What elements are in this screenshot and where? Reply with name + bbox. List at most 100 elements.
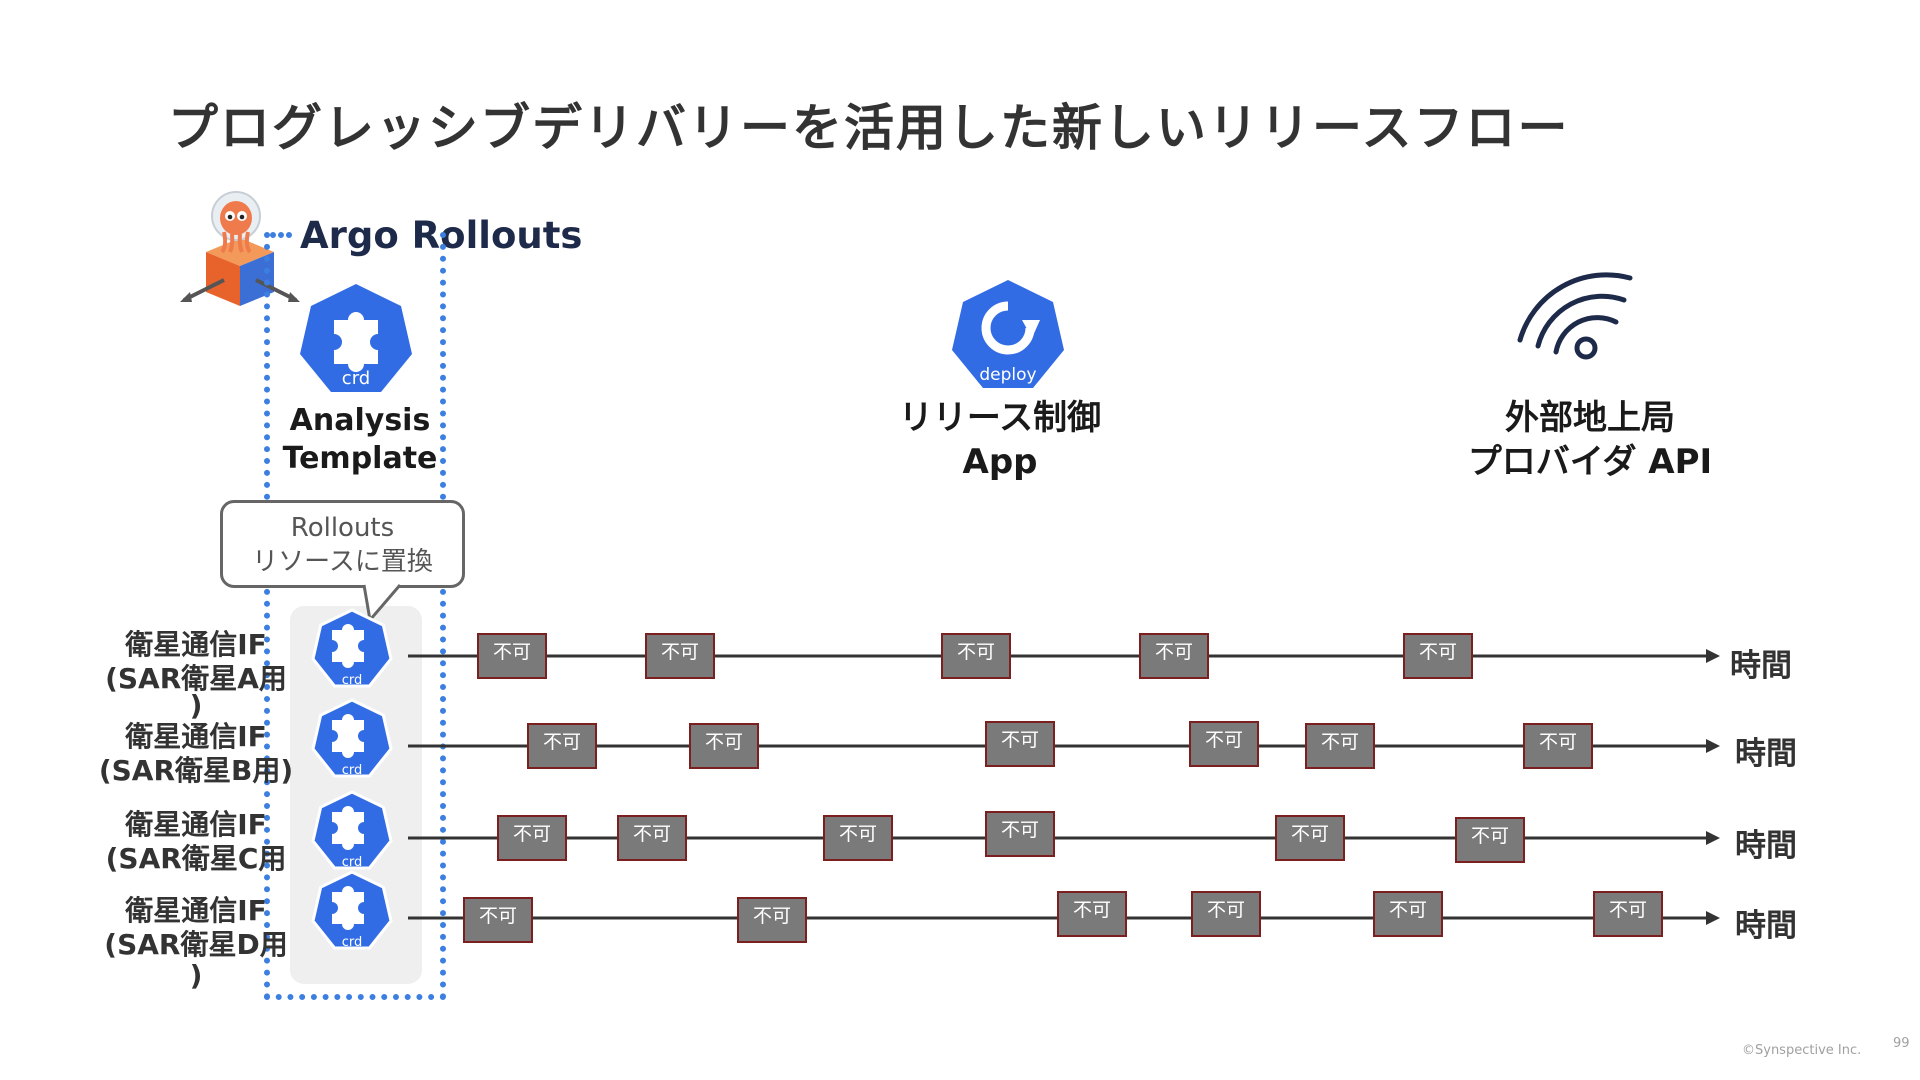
unavailable-block-text: 不可 xyxy=(633,823,671,845)
unavailable-block-text: 不可 xyxy=(1205,729,1243,751)
unavailable-block xyxy=(1523,723,1593,769)
provider-label-line2: プロバイダ API xyxy=(1467,442,1713,482)
analysis-template-label: Analysis Template xyxy=(280,402,440,478)
unavailable-block xyxy=(527,723,597,769)
argo-rollouts-boundary xyxy=(264,232,446,1000)
analysis-label-line2: Template xyxy=(282,441,438,476)
unavailable-block-text: 不可 xyxy=(1207,899,1245,921)
time-label-row-d: 時間 xyxy=(1735,908,1797,944)
unavailable-block-text: 不可 xyxy=(543,731,581,753)
row-d-line1: 衛星通信IF xyxy=(125,894,267,927)
unavailable-block xyxy=(1275,815,1345,861)
unavailable-block xyxy=(617,815,687,861)
rollout-crd-text: crd xyxy=(342,855,363,870)
puzzle-piece-icon xyxy=(332,714,364,758)
row-c-line1: 衛星通信IF xyxy=(125,808,267,841)
unavailable-block-text: 不可 xyxy=(957,641,995,663)
time-label-row-c: 時間 xyxy=(1735,828,1797,864)
unavailable-block xyxy=(645,633,715,679)
unavailable-block-text: 不可 xyxy=(1001,819,1039,841)
time-label-row-b: 時間 xyxy=(1735,736,1797,772)
row-a-line2: (SAR衛星A用 xyxy=(105,662,287,695)
row-label-sar-d: 衛星通信IF (SAR衛星D用 ) xyxy=(96,894,296,990)
unavailable-block-text: 不可 xyxy=(1471,825,1509,847)
unavailable-block xyxy=(985,811,1055,857)
page-title: プログレッシブデリバリーを活用した新しいリリースフロー xyxy=(168,99,1570,157)
timeline-arrow-head xyxy=(1706,831,1720,845)
timeline-arrow-head xyxy=(1706,911,1720,925)
row-b-line2: (SAR衛星B用) xyxy=(98,754,294,787)
row-label-sar-a: 衛星通信IF (SAR衛星A用 ) xyxy=(96,628,296,722)
unavailable-block-text: 不可 xyxy=(1389,899,1427,921)
deploy-icon-text: deploy xyxy=(979,365,1036,385)
unavailable-block-text: 不可 xyxy=(479,905,517,927)
unavailable-block-text: 不可 xyxy=(1001,729,1039,751)
time-label-row-a: 時間 xyxy=(1730,648,1792,684)
unavailable-block xyxy=(1305,723,1375,769)
analysis-template-crd-icon: crd xyxy=(300,284,412,392)
unavailable-block-text: 不可 xyxy=(839,823,877,845)
row-label-sar-c: 衛星通信IF (SAR衛星C用 xyxy=(96,808,296,876)
puzzle-piece-icon xyxy=(332,624,364,668)
unavailable-block-text: 不可 xyxy=(1419,641,1457,663)
timeline-arrow-head xyxy=(1706,739,1720,753)
row-c-line2: (SAR衛星C用 xyxy=(105,842,287,875)
unavailable-block xyxy=(477,633,547,679)
analysis-label-line1: Analysis xyxy=(289,403,431,438)
unavailable-block-text: 不可 xyxy=(513,823,551,845)
unavailable-block xyxy=(1455,817,1525,863)
unavailable-block xyxy=(1139,633,1209,679)
unavailable-block xyxy=(497,815,567,861)
unavailable-block-text: 不可 xyxy=(705,731,743,753)
argo-boundary-top xyxy=(270,232,292,238)
rollout-crd-text: crd xyxy=(342,935,363,950)
deploy-label-line2: App xyxy=(962,442,1038,482)
deploy-label-line1: リリース制御 xyxy=(898,398,1102,438)
row-a-line1: 衛星通信IF xyxy=(125,628,267,661)
analysis-crd-text: crd xyxy=(342,368,370,389)
unavailable-block-text: 不可 xyxy=(493,641,531,663)
puzzle-piece-icon xyxy=(332,806,364,850)
unavailable-block xyxy=(1593,891,1663,937)
copyright-footer: ©Synspective Inc. xyxy=(1742,1043,1862,1058)
release-control-app-label: リリース制御 App xyxy=(880,396,1120,484)
ground-station-provider-label: 外部地上局 プロバイダ API xyxy=(1440,396,1740,484)
deploy-icon: deploy xyxy=(952,280,1064,388)
row-b-line1: 衛星通信IF xyxy=(125,720,267,753)
row-d-line2: (SAR衛星D用 xyxy=(104,928,288,961)
rollout-crd-text: crd xyxy=(342,763,363,778)
unavailable-block-text: 不可 xyxy=(1321,731,1359,753)
unavailable-block xyxy=(1057,891,1127,937)
unavailable-block xyxy=(1189,721,1259,767)
provider-label-line1: 外部地上局 xyxy=(1505,398,1675,438)
unavailable-block-text: 不可 xyxy=(1073,899,1111,921)
timeline-arrow-head xyxy=(1706,649,1720,663)
unavailable-block xyxy=(463,897,533,943)
row-a-line3: ) xyxy=(189,689,203,722)
wireless-signal-icon xyxy=(1517,272,1633,360)
unavailable-block xyxy=(689,723,759,769)
unavailable-block xyxy=(823,815,893,861)
puzzle-piece-icon xyxy=(332,886,364,930)
argo-mascot-icon xyxy=(180,191,300,306)
callout-line1: Rollouts xyxy=(290,513,395,543)
unavailable-block xyxy=(985,721,1055,767)
unavailable-block-text: 不可 xyxy=(1291,823,1329,845)
unavailable-block xyxy=(1373,891,1443,937)
rollouts-replace-callout: Rollouts リソースに置換 xyxy=(220,500,465,588)
unavailable-block-text: 不可 xyxy=(661,641,699,663)
page-number: 99 xyxy=(1893,1036,1910,1051)
callout-line2: リソースに置換 xyxy=(252,547,433,577)
unavailable-block xyxy=(1403,633,1473,679)
unavailable-block xyxy=(737,897,807,943)
unavailable-block-text: 不可 xyxy=(1539,731,1577,753)
unavailable-block xyxy=(941,633,1011,679)
unavailable-block-text: 不可 xyxy=(753,905,791,927)
unavailable-block-text: 不可 xyxy=(1609,899,1647,921)
unavailable-block xyxy=(1191,891,1261,937)
unavailable-block-text: 不可 xyxy=(1155,641,1193,663)
rollout-crd-text: crd xyxy=(342,673,363,688)
row-d-line3: ) xyxy=(189,959,203,992)
row-label-sar-b: 衛星通信IF (SAR衛星B用) xyxy=(96,720,296,788)
